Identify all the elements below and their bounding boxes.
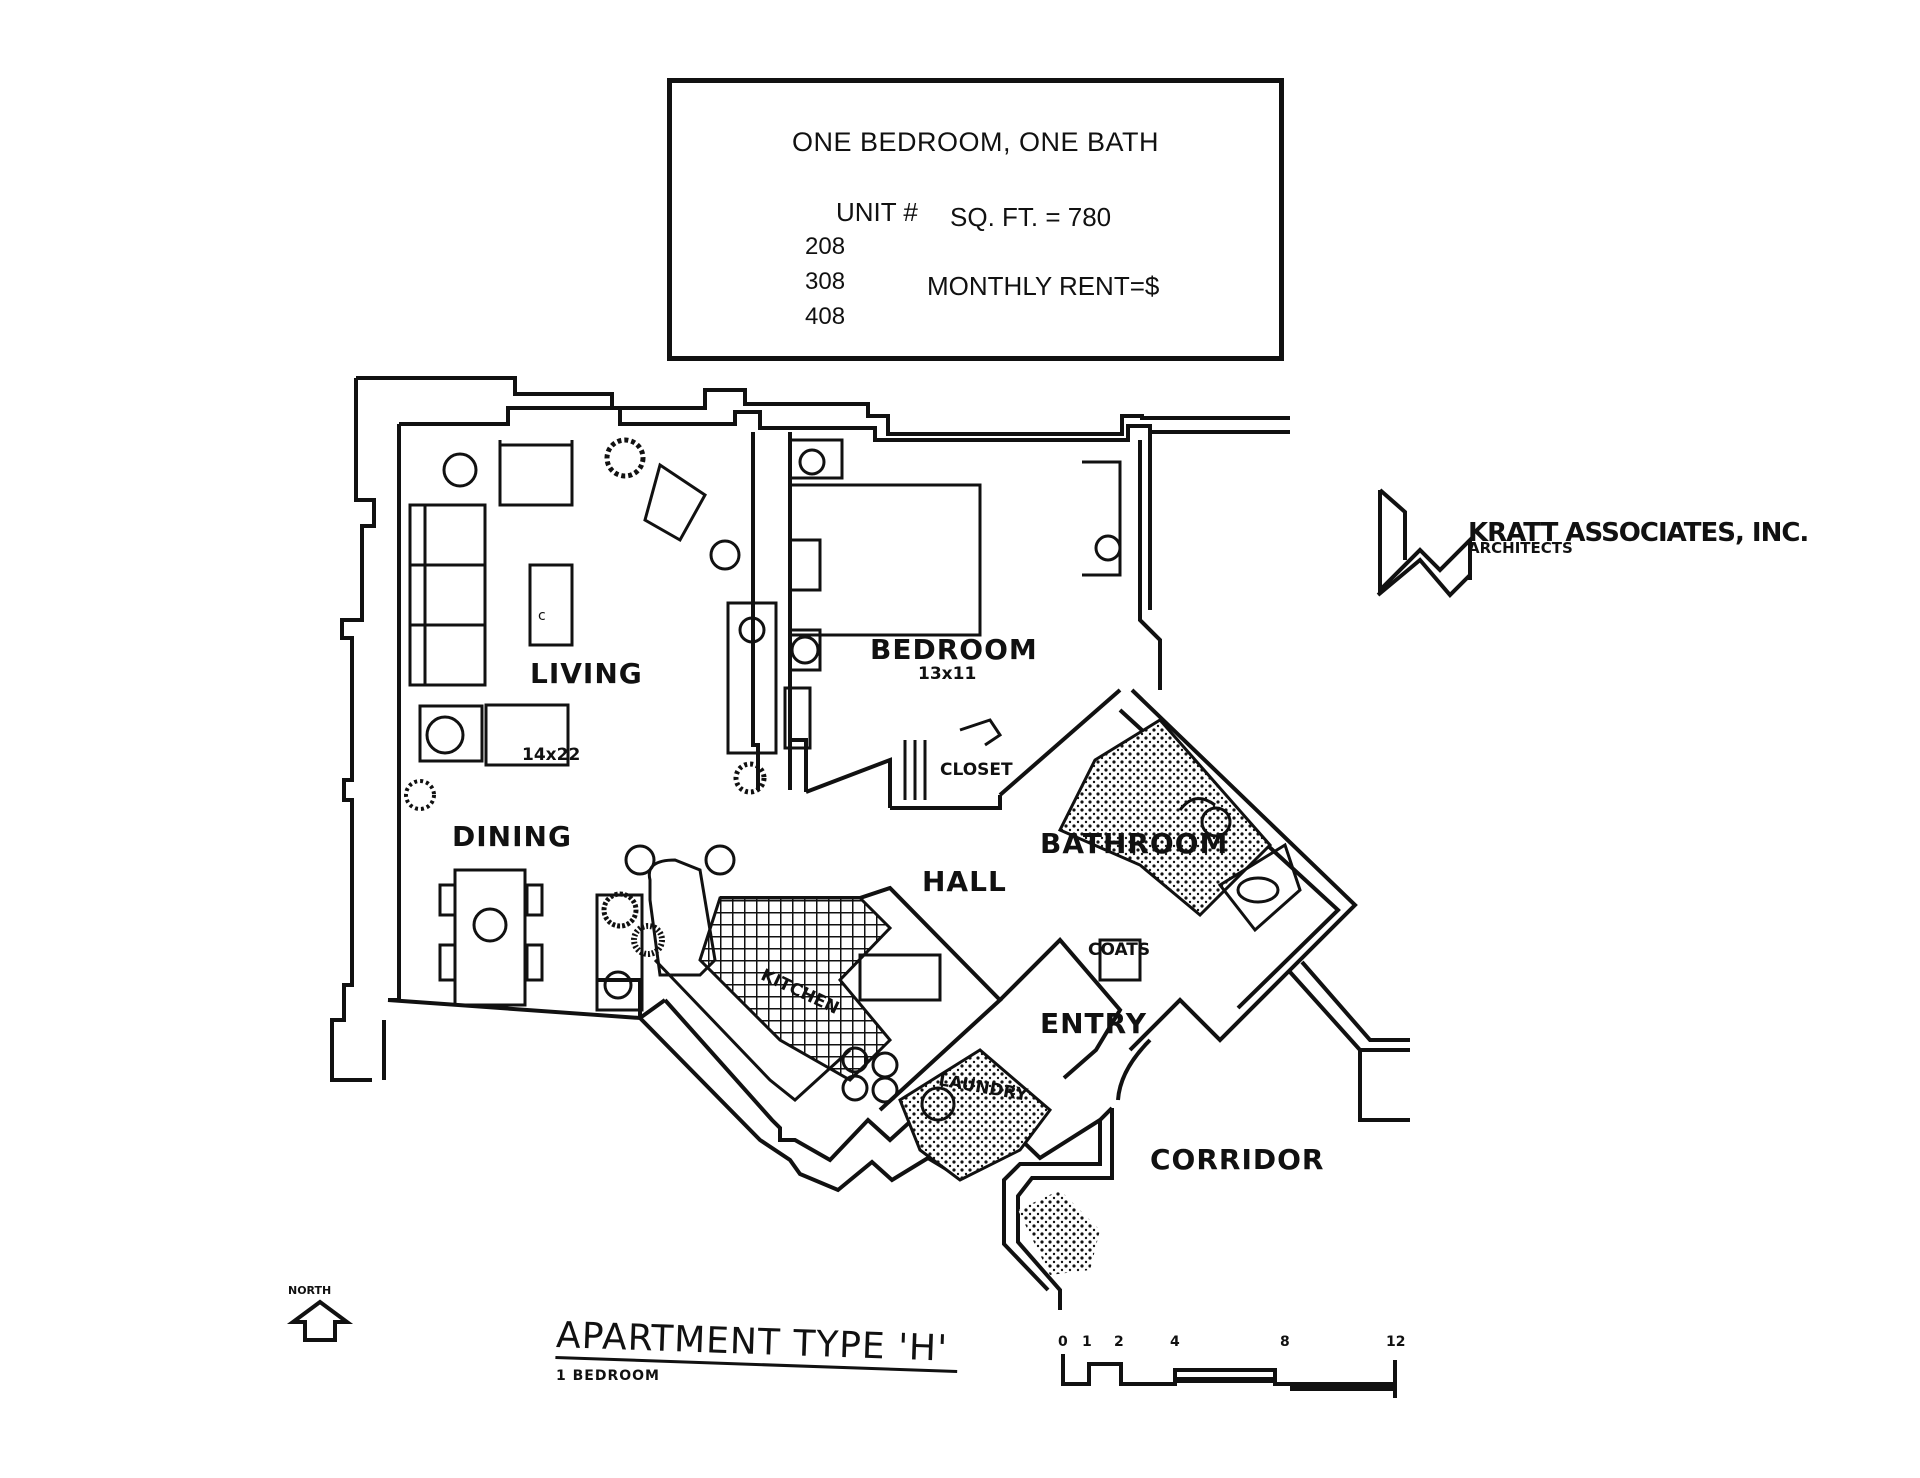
scale-bar-drawing: [1061, 1354, 1397, 1398]
firm-logo-icon: [1376, 488, 1472, 598]
scale-label: 0: [1058, 1334, 1068, 1350]
room-dimension-bedroom: 13x11: [918, 664, 977, 684]
square-footage: SQ. FT. = 780: [950, 202, 1112, 232]
firm-name: KRATT ASSOCIATES, INC.: [1468, 518, 1809, 548]
firm-subtitle: ARCHITECTS: [1468, 539, 1573, 557]
laundry-tile-floor: [898, 1048, 1053, 1182]
kitchen-tile-floor: [698, 896, 893, 1082]
unit-number: 408: [805, 303, 846, 330]
svg-text:c: c: [538, 608, 546, 624]
room-label-entry: ENTRY: [1040, 1007, 1147, 1040]
room-label-corridor: CORRIDOR: [1150, 1143, 1325, 1176]
unit-number: 308: [805, 268, 846, 295]
unit-number: 208: [805, 233, 846, 260]
apartment-type-subtitle: 1 BEDROOM: [556, 1368, 660, 1384]
bathroom-fixtures: [1098, 797, 1302, 982]
scale-label: 2: [1114, 1334, 1124, 1350]
north-arrow-icon: [286, 1299, 354, 1342]
scale-label: 4: [1170, 1334, 1180, 1350]
corridor-planter: [1018, 1190, 1100, 1275]
unit-number-label: UNIT #: [836, 197, 918, 227]
room-label-hall: HALL: [922, 865, 1007, 898]
room-label-bathroom: BATHROOM: [1040, 827, 1229, 860]
washer: [920, 1086, 956, 1122]
scale-label: 1: [1082, 1334, 1092, 1350]
scale-label: 12: [1386, 1334, 1406, 1350]
plant-icons: [404, 437, 767, 957]
unit-info-box: ONE BEDROOM, ONE BATH UNIT # SQ. FT. = 7…: [667, 78, 1284, 361]
room-dimension-living: 14x22: [522, 745, 581, 765]
scale-label: 8: [1280, 1334, 1290, 1350]
monthly-rent-label: MONTHLY RENT=$: [927, 271, 1160, 301]
exterior-walls: [330, 376, 1410, 1310]
bathroom-tile-floor: [1057, 718, 1273, 918]
room-label-bedroom: BEDROOM: [870, 633, 1038, 666]
room-label-coats: COATS: [1088, 940, 1151, 960]
north-label: NORTH: [288, 1284, 332, 1297]
kitchen-counters: [624, 844, 942, 1104]
unit-type-title: ONE BEDROOM, ONE BATH: [791, 127, 1160, 157]
room-label-living: LIVING: [530, 657, 643, 690]
room-label-dining: DINING: [452, 820, 572, 853]
living-furniture: c: [408, 440, 778, 767]
room-label-closet: CLOSET: [940, 760, 1013, 780]
bedroom-furniture: [783, 438, 1122, 800]
dining-table: [438, 868, 644, 1012]
